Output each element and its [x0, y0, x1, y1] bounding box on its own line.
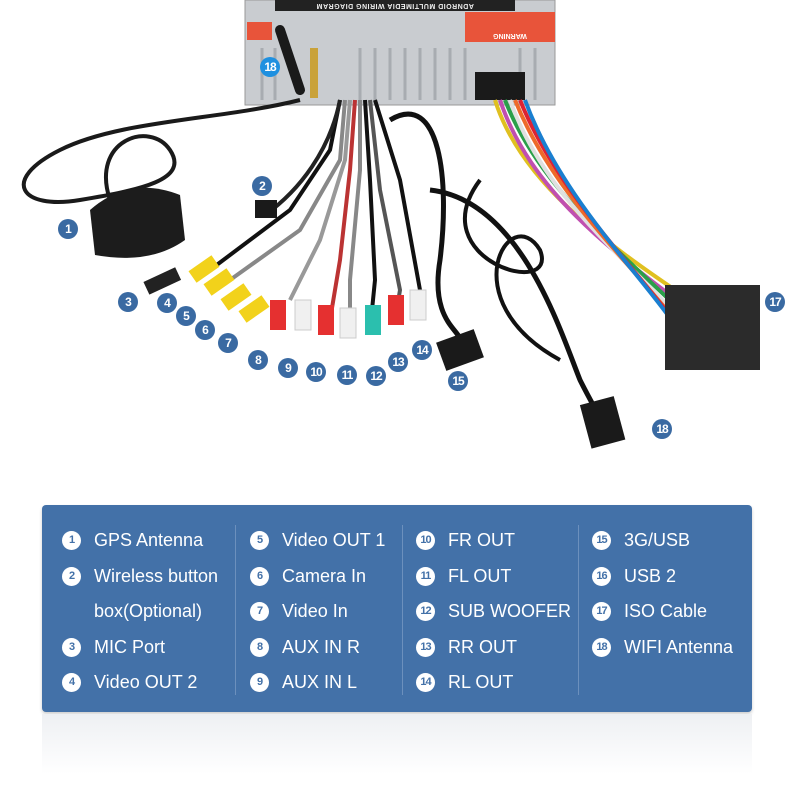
- number-badge: 2: [62, 566, 81, 586]
- number-badge: 18: [592, 637, 611, 657]
- callout-badge-4: 4: [157, 293, 177, 313]
- legend-label: RL OUT: [448, 672, 514, 692]
- legend-label: FR OUT: [448, 530, 515, 550]
- legend-label: GPS Antenna: [94, 530, 204, 550]
- callout-badge-3: 3: [118, 292, 138, 312]
- legend-label: Video OUT 1: [282, 530, 386, 550]
- number-badge: 3: [62, 637, 81, 657]
- number-badge: 4: [62, 673, 81, 692]
- callout-badge-5: 5: [176, 306, 196, 326]
- callout-badge-6: 6: [195, 320, 215, 340]
- legend-label: AUX IN L: [282, 672, 358, 692]
- column-divider: [402, 525, 403, 695]
- callout-badge-13: 13: [388, 352, 408, 372]
- number-badge: 13: [416, 637, 435, 657]
- warning-label: WARNING: [493, 32, 527, 39]
- iso-connector: [665, 285, 760, 370]
- callout-badge-10: 10: [306, 362, 326, 382]
- number-badge: 10: [416, 531, 435, 550]
- callout-badge-17: 17: [765, 292, 785, 312]
- legend-label: box(Optional): [94, 601, 203, 621]
- callout-badge-15: 15: [448, 371, 468, 391]
- callout-badge-1: 1: [58, 219, 78, 239]
- legend-label: 3G/USB: [624, 530, 691, 550]
- callout-badge-12: 12: [366, 366, 386, 386]
- legend-label: SUB WOOFER: [448, 601, 572, 621]
- rca-plugs: [143, 200, 626, 449]
- legend-label: FL OUT: [448, 565, 512, 586]
- column-divider: [235, 525, 236, 695]
- callout-badge-11: 11: [337, 365, 357, 385]
- callout-badge-14: 14: [412, 340, 432, 360]
- number-badge: 11: [416, 566, 435, 586]
- wiring-photo: [21, 0, 760, 449]
- callout-badge-18: 18: [260, 57, 280, 77]
- device-label: ADNROID MULTIMEDIA WIRING DIAGRAM: [316, 2, 474, 9]
- number-badge: 12: [416, 602, 435, 621]
- number-badge: 9: [250, 673, 269, 692]
- legend-label: Wireless button: [94, 565, 219, 586]
- legend-label: USB 2: [624, 565, 677, 586]
- number-badge: 16: [592, 566, 611, 586]
- legend-label: Camera In: [282, 565, 367, 586]
- callout-badge-18: 18: [652, 419, 672, 439]
- number-badge: 14: [416, 673, 435, 692]
- number-badge: 15: [592, 531, 611, 550]
- number-badge: 5: [250, 531, 269, 550]
- callout-badge-2: 2: [252, 176, 272, 196]
- number-badge: 17: [592, 602, 611, 621]
- callout-badge-9: 9: [278, 358, 298, 378]
- legend-label: Video In: [282, 601, 348, 621]
- number-badge: 8: [250, 637, 269, 657]
- legend-label: AUX IN R: [282, 636, 361, 657]
- number-badge: 7: [250, 602, 269, 621]
- legend-label: MIC Port: [94, 636, 166, 657]
- panel-reflection: [42, 714, 752, 774]
- legend-label: ISO Cable: [624, 601, 708, 621]
- legend-label: RR OUT: [448, 636, 517, 657]
- legend-panel: 1 GPS Antenna 2 Wireless button box(Optional…: [42, 505, 752, 712]
- legend-label: WIFI Antenna: [624, 636, 734, 657]
- column-divider: [578, 525, 579, 695]
- number-badge: 6: [250, 566, 269, 586]
- callout-badge-8: 8: [248, 350, 268, 370]
- callout-badge-7: 7: [218, 333, 238, 353]
- legend-label: Video OUT 2: [94, 672, 198, 692]
- number-badge: 1: [62, 531, 81, 550]
- gps-antenna-puck: [90, 187, 185, 258]
